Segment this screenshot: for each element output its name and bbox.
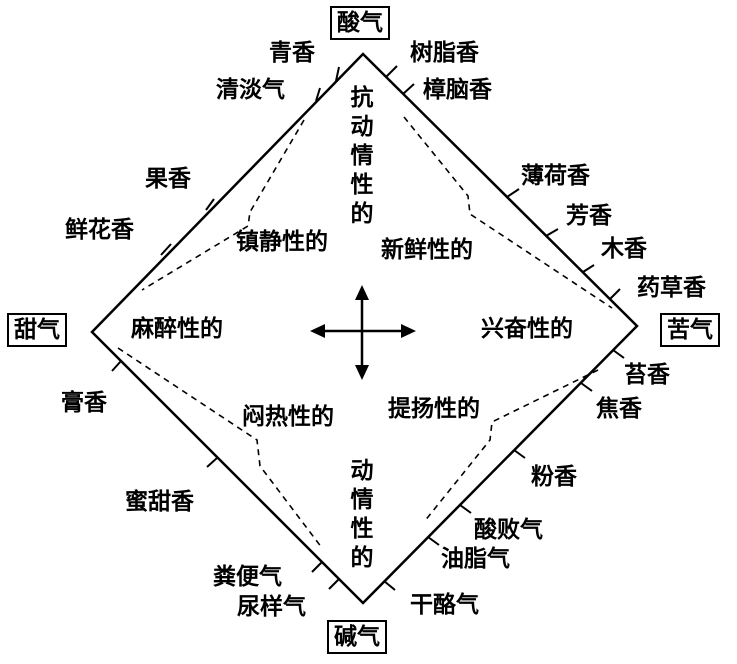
quadrant-label-upper-left: 镇静性的: [236, 229, 328, 255]
edge-label: 清淡气: [216, 77, 285, 103]
corner-label-right: 苦气: [660, 313, 720, 348]
edge-ticks: [111, 65, 625, 591]
edge-label: 干酪气: [410, 592, 479, 618]
quadrant-label-left: 麻醉性的: [131, 316, 223, 342]
axis-label-top: 抗动情性的: [350, 85, 374, 227]
edge-label: 果香: [145, 166, 191, 192]
edge-label: 苔香: [624, 362, 670, 388]
edge-label: 粉香: [531, 464, 577, 490]
edge-label: 酸败气: [474, 517, 543, 543]
quadrant-label-lower-right: 提扬性的: [388, 396, 480, 422]
edge-label: 树脂香: [410, 40, 479, 66]
edge-label: 药草香: [637, 275, 706, 301]
edge-label: 樟脑香: [423, 77, 492, 103]
edge-label: 尿样气: [237, 594, 306, 620]
quadrant-label-upper-right: 新鲜性的: [381, 237, 473, 263]
boundary-dashes: [117, 116, 613, 549]
edge-label: 青香: [269, 40, 315, 66]
edge-label: 油脂气: [441, 546, 510, 572]
edge-label: 鲜花香: [65, 217, 134, 243]
axis-label-bottom: 动情性的: [350, 458, 374, 571]
edge-label: 粪便气: [213, 564, 282, 590]
edge-label: 薄荷香: [521, 163, 590, 189]
center-cross-arrows: [310, 285, 416, 380]
corner-label-left: 甜气: [7, 313, 67, 348]
edge-label: 焦香: [596, 396, 642, 422]
corner-label-top: 酸气: [330, 6, 390, 41]
edge-label: 木香: [601, 236, 647, 262]
edge-label: 芳香: [566, 203, 612, 229]
quadrant-label-right: 兴奋性的: [481, 316, 573, 342]
corner-label-bottom: 碱气: [327, 620, 387, 655]
quadrant-label-lower-left: 闷热性的: [242, 404, 334, 430]
edge-label: 膏香: [61, 390, 107, 416]
edge-label: 蜜甜香: [125, 489, 194, 515]
